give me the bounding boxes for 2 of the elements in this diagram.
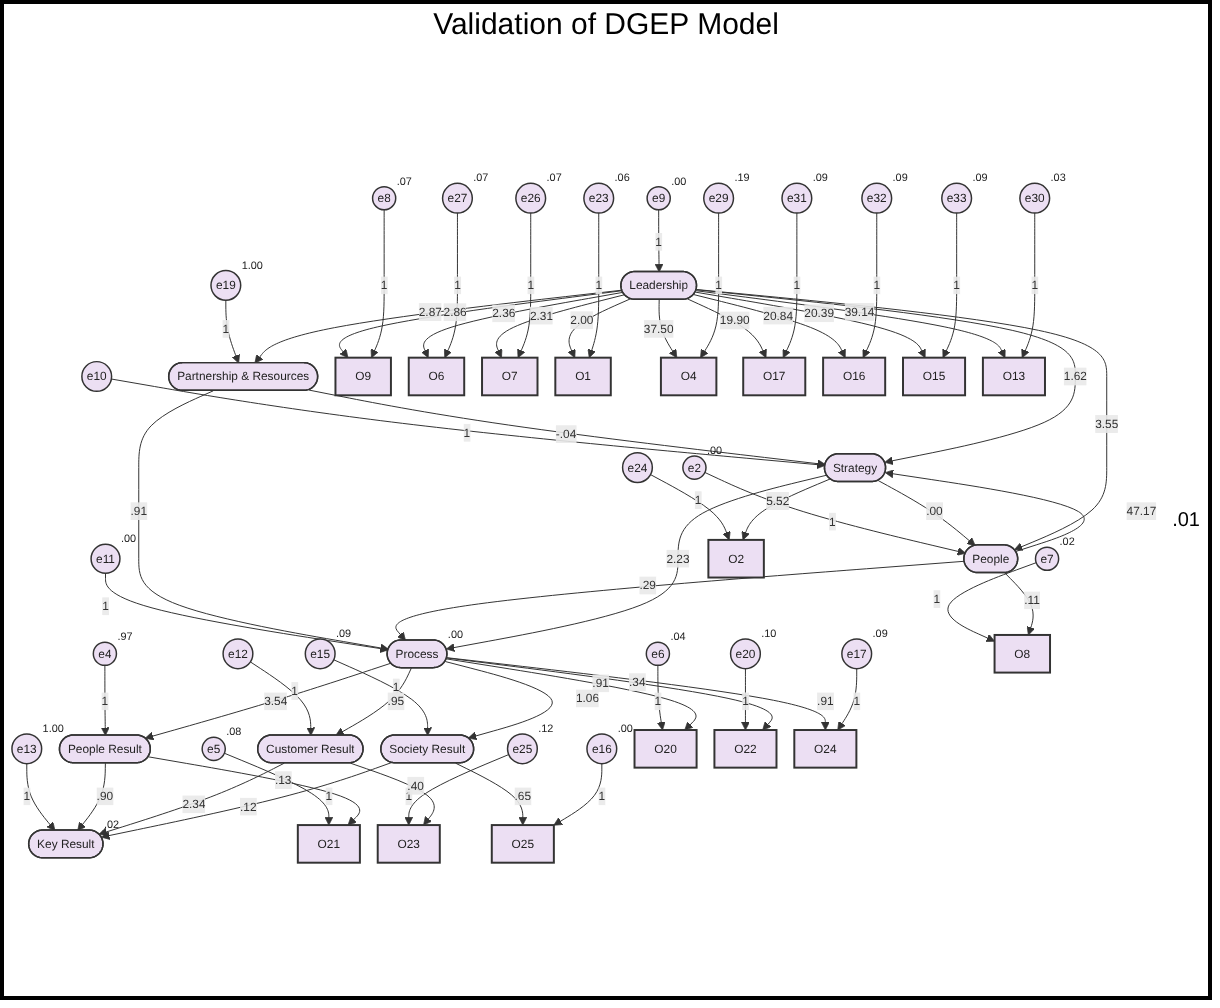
coefficient-label: .01 (1172, 510, 1200, 532)
diagram-title: Validation of DGEP Model (433, 8, 779, 42)
